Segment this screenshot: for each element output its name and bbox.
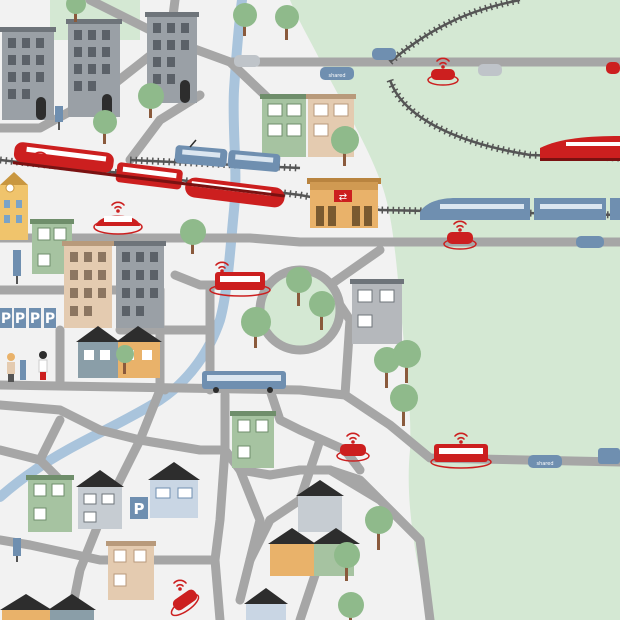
- trees: [66, 0, 421, 620]
- wireless-signal-icon: [215, 261, 229, 273]
- wireless-signal-icon: [346, 432, 360, 444]
- red-autonomous-car: [336, 444, 370, 462]
- wireless-signal-icon: [111, 201, 125, 213]
- blue-bus: [202, 371, 286, 393]
- blue-tram: [174, 139, 281, 172]
- red-car-edge: [606, 62, 620, 74]
- parking-row: P P P P: [0, 308, 56, 328]
- parking-sign-icon: [0, 308, 12, 328]
- tree: [275, 5, 299, 40]
- shared-car-label: shared: [536, 461, 553, 467]
- tree: [138, 83, 164, 118]
- station-sign-symbol: ⇄: [339, 192, 347, 203]
- car: [478, 64, 502, 76]
- car: [234, 55, 260, 67]
- tree: [286, 267, 312, 306]
- red-autonomous-car: [443, 232, 477, 250]
- wireless-signal-icon: [33, 151, 47, 163]
- bus-stop-icon: [55, 106, 63, 130]
- wireless-signal-icon: [454, 432, 468, 444]
- shared-car: shared: [528, 455, 562, 468]
- tree: [116, 345, 134, 374]
- parking-sign-icon: [29, 308, 41, 328]
- river: [0, 0, 247, 502]
- parking-letter: P: [45, 311, 55, 327]
- red-bus: [209, 272, 271, 297]
- tree: [233, 3, 257, 36]
- house-gray: [76, 470, 124, 529]
- apartment-gray: [114, 241, 166, 328]
- parking-letter: P: [1, 311, 11, 327]
- house-blue: [148, 462, 200, 518]
- red-shuttle-pod: [93, 215, 143, 235]
- tree: [241, 307, 271, 348]
- parking-letter: P: [134, 500, 145, 518]
- bus-stop-icon: [13, 538, 21, 562]
- office-building-gray: [350, 279, 404, 344]
- house-pair: [0, 588, 288, 620]
- parking-letter: P: [30, 311, 40, 327]
- blue-intercity-train: [420, 198, 620, 220]
- parking-sign-icon: [14, 308, 26, 328]
- pedestrian-icon: [7, 353, 15, 382]
- tree: [93, 110, 117, 144]
- office-building-green: [260, 94, 308, 157]
- shared-car: shared: [320, 67, 354, 80]
- wireless-signal-icon: [173, 579, 187, 591]
- red-autonomous-car: [427, 69, 459, 86]
- tree: [309, 291, 335, 330]
- tree: [331, 126, 359, 166]
- parking-sign-icon: P: [130, 497, 148, 519]
- pedestrian-icon: [38, 351, 48, 380]
- house-green: [26, 475, 74, 532]
- tree: [365, 506, 393, 550]
- apartment-beige: [62, 241, 114, 328]
- wireless-signal-icon: [453, 220, 467, 232]
- red-train-left: [12, 142, 285, 208]
- shared-car-label: shared: [328, 73, 345, 79]
- parking-sign-icon: [44, 308, 56, 328]
- apartment-block: [66, 19, 122, 117]
- red-highspeed-train: [540, 136, 620, 161]
- train-station: ⇄: [307, 178, 381, 228]
- bus-stop-icon: [20, 360, 26, 380]
- house-green: [230, 411, 276, 468]
- town-hall: [0, 172, 28, 240]
- car: [576, 236, 604, 248]
- tree: [393, 340, 421, 383]
- house-beige: [106, 541, 156, 600]
- cars: shared shared: [93, 48, 620, 617]
- bus-stop-icon: [13, 250, 21, 284]
- wireless-signal-icon: [436, 57, 450, 69]
- tree: [390, 384, 418, 426]
- red-bus: [430, 444, 492, 469]
- red-autonomous-car: [170, 589, 200, 617]
- blue-bus: [598, 448, 620, 464]
- tree: [180, 219, 206, 254]
- parking-letter: P: [15, 311, 25, 327]
- tree: [66, 0, 86, 22]
- station-sign-icon: [334, 190, 352, 202]
- apartment-block: [0, 27, 56, 120]
- tree: [338, 592, 364, 620]
- tree: [334, 542, 360, 581]
- car: [372, 48, 396, 60]
